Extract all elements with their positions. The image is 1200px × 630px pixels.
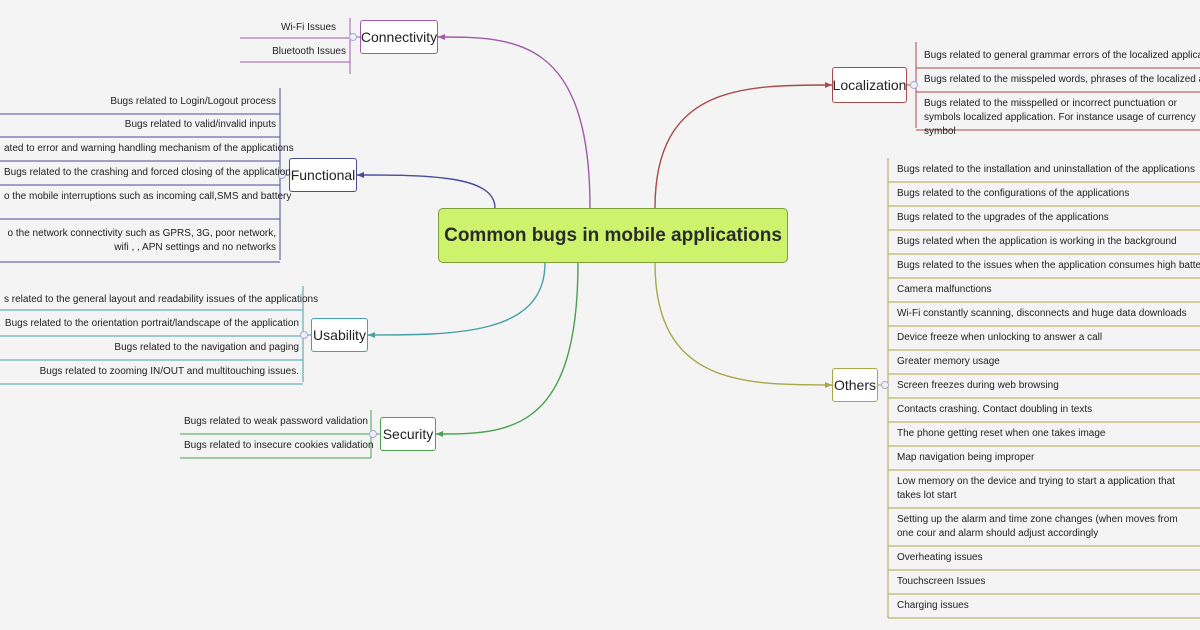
security-collapse-toggle[interactable] (369, 430, 377, 438)
others-item[interactable]: Bugs related to the upgrades of the appl… (897, 212, 1109, 223)
security-connector (435, 262, 579, 435)
branch-others[interactable]: Others (832, 368, 878, 402)
functional-arrowhead (357, 172, 364, 178)
connectivity-collapse-toggle[interactable] (349, 33, 357, 41)
central-topic[interactable]: Common bugs in mobile applications (438, 208, 788, 263)
others-item[interactable]: Bugs related to the installation and uni… (897, 164, 1195, 175)
functional-connector (356, 174, 496, 209)
usability-item[interactable]: Bugs related to the navigation and pagin… (114, 342, 299, 353)
usability-connector (367, 262, 546, 336)
branch-localization[interactable]: Localization (832, 67, 907, 103)
others-item[interactable]: Low memory on the device and trying to s… (897, 476, 1175, 501)
usability-collapse-toggle[interactable] (300, 331, 308, 339)
usability-item[interactable]: s related to the general layout and read… (4, 294, 319, 305)
functional-collapse-toggle[interactable] (278, 171, 286, 179)
functional-item[interactable]: ated to error and warning handling mecha… (4, 143, 294, 154)
localization-item[interactable]: Bugs related to general grammar errors o… (924, 50, 1200, 61)
usability-arrowhead (368, 332, 375, 338)
others-item[interactable]: Overheating issues (897, 552, 983, 563)
security-item[interactable]: Bugs related to insecure cookies validat… (184, 440, 374, 451)
localization-collapse-toggle[interactable] (910, 81, 918, 89)
localization-item[interactable]: Bugs related to the misspelled or incorr… (924, 98, 1196, 137)
others-item[interactable]: Contacts crashing. Contact doubling in t… (897, 404, 1093, 415)
others-item[interactable]: The phone getting reset when one takes i… (897, 428, 1106, 439)
usability-item[interactable]: Bugs related to zooming IN/OUT and multi… (39, 366, 299, 377)
connectivity-connector (437, 36, 591, 209)
functional-item[interactable]: Bugs related to the crashing and forced … (4, 167, 291, 178)
localization-arrowhead (825, 82, 832, 88)
functional-item[interactable]: Bugs related to valid/invalid inputs (124, 119, 276, 130)
others-item[interactable]: Greater memory usage (897, 356, 1000, 367)
branch-functional[interactable]: Functional (289, 158, 357, 192)
others-item[interactable]: Bugs related to the issues when the appl… (897, 260, 1200, 271)
others-item[interactable]: Bugs related when the application is wor… (897, 236, 1177, 247)
connectivity-item[interactable]: Bluetooth Issues (272, 46, 346, 57)
others-connector (654, 262, 833, 386)
others-item[interactable]: Wi-Fi constantly scanning, disconnects a… (897, 308, 1187, 319)
localization-item[interactable]: Bugs related to the misspeled words, phr… (924, 74, 1200, 85)
others-item[interactable]: Screen freezes during web browsing (897, 380, 1059, 391)
others-item[interactable]: Touchscreen Issues (897, 576, 986, 587)
connectivity-item[interactable]: Wi-Fi Issues (281, 22, 336, 33)
security-arrowhead (436, 431, 443, 437)
others-collapse-toggle[interactable] (881, 381, 889, 389)
others-arrowhead (825, 382, 832, 388)
branch-connectivity[interactable]: Connectivity (360, 20, 438, 54)
others-item[interactable]: Device freeze when unlocking to answer a… (897, 332, 1103, 343)
others-item[interactable]: Map navigation being improper (897, 452, 1035, 463)
others-item[interactable]: Camera malfunctions (897, 284, 992, 295)
branch-usability[interactable]: Usability (311, 318, 368, 352)
usability-item[interactable]: Bugs related to the orientation portrait… (4, 318, 299, 329)
others-item[interactable]: Charging issues (897, 600, 969, 611)
functional-item[interactable]: o the mobile interruptions such as incom… (4, 191, 292, 202)
localization-connector (654, 84, 833, 209)
connectivity-arrowhead (438, 34, 445, 40)
security-item[interactable]: Bugs related to weak password validation (184, 416, 368, 427)
others-item[interactable]: Setting up the alarm and time zone chang… (897, 514, 1178, 539)
functional-item[interactable]: o the network connectivity such as GPRS,… (7, 228, 276, 253)
functional-item[interactable]: Bugs related to Login/Logout process (110, 96, 276, 107)
others-item[interactable]: Bugs related to the configurations of th… (897, 188, 1130, 199)
branch-security[interactable]: Security (380, 417, 436, 451)
